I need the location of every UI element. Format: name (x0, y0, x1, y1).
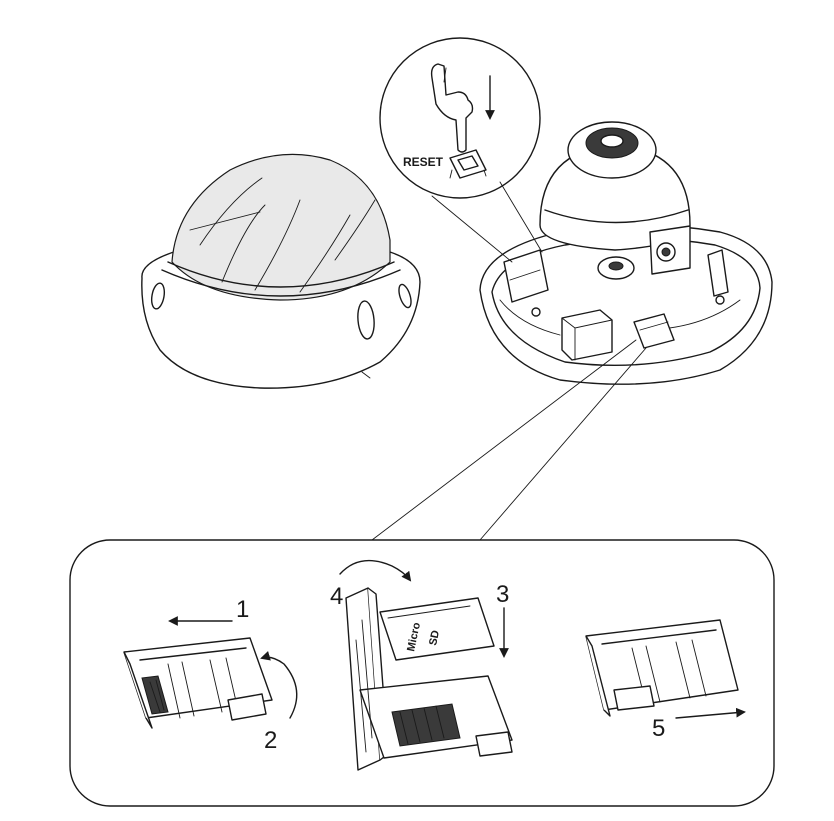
camera-base (479, 121, 773, 385)
card-holder-open (123, 616, 298, 729)
dome-cover (141, 153, 421, 389)
microsd-detail-panel (69, 339, 775, 807)
reset-label: RESET (403, 155, 444, 169)
step-5-label: 5 (652, 715, 665, 742)
step-1-label: 1 (236, 596, 249, 623)
microsd-card: Micro SD (379, 597, 495, 661)
card-holder-flipped: Micro SD (339, 559, 513, 771)
reset-callout: RESET (379, 37, 543, 263)
step-3-label: 3 (496, 581, 509, 608)
card-holder-closed (585, 619, 746, 719)
step-2-label: 2 (264, 727, 277, 754)
microsd-card-label-sd: SD (427, 629, 442, 646)
step-4-label: 4 (330, 583, 343, 610)
